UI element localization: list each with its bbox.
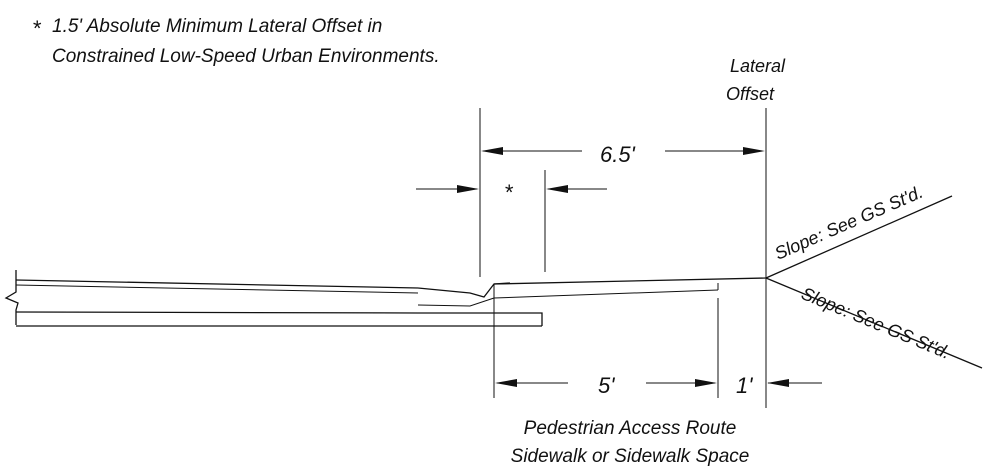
profile <box>4 195 983 369</box>
note-line-1: 1.5' Absolute Minimum Lateral Offset in <box>52 16 382 37</box>
caption-line-1: Pedestrian Access Route <box>524 418 737 439</box>
slope-label-upper: Slope: See GS St'd. <box>772 182 926 264</box>
dimension-sidewalk-label: 5' <box>598 373 615 398</box>
lateral-offset-label-line-1: Lateral <box>730 56 786 76</box>
dimension-minimum <box>416 185 607 193</box>
caption-line-2: Sidewalk or Sidewalk Space <box>511 446 750 467</box>
slope-label-lower: Slope: See GS St'd. <box>798 283 953 363</box>
dimension-sidewalk <box>495 379 717 387</box>
dimension-total-label: 6.5' <box>600 142 636 167</box>
note-line-2: Constrained Low-Speed Urban Environments… <box>52 46 440 67</box>
dimension-buffer-label: 1' <box>736 373 753 398</box>
note-asterisk: * <box>32 16 42 41</box>
dimension-minimum-mark: * <box>504 180 514 205</box>
lateral-offset-label-line-2: Offset <box>726 84 775 104</box>
dimension-total <box>481 147 765 155</box>
dimension-buffer <box>767 379 822 387</box>
